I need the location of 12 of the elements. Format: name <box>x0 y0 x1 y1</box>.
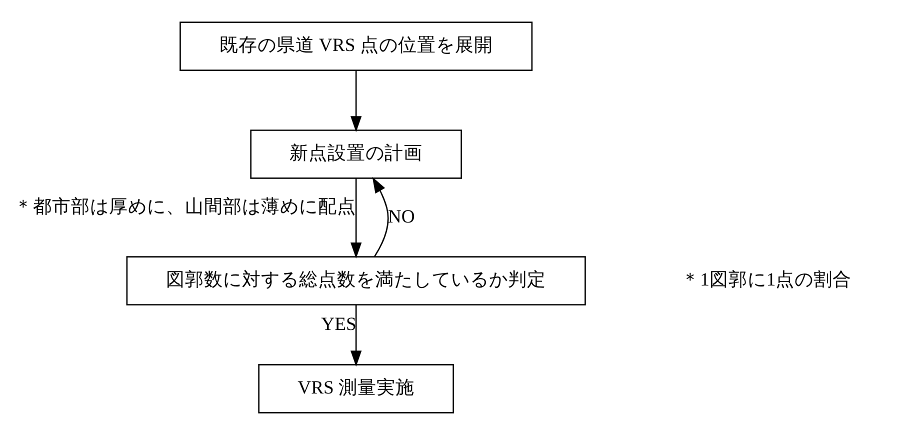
arrow <box>350 304 362 366</box>
arrow <box>350 70 362 132</box>
edge-label: YES <box>321 313 356 334</box>
arrow <box>372 176 389 257</box>
node-box: 既存の県道 VRS 点の位置を展開 <box>180 21 533 70</box>
node-box: VRS 測量実施 <box>258 364 454 413</box>
edge-label: ＊都市部は厚めに、山間部は薄めに配点 <box>14 196 356 217</box>
node-box: 新点設置の計画 <box>250 129 462 178</box>
arrow <box>350 178 362 258</box>
label: ＊1図郭に1点の割合 <box>681 269 852 290</box>
node-box: 図郭数に対する総点数を満たしているか判定 <box>126 256 586 305</box>
edge-label: NO <box>388 206 415 227</box>
